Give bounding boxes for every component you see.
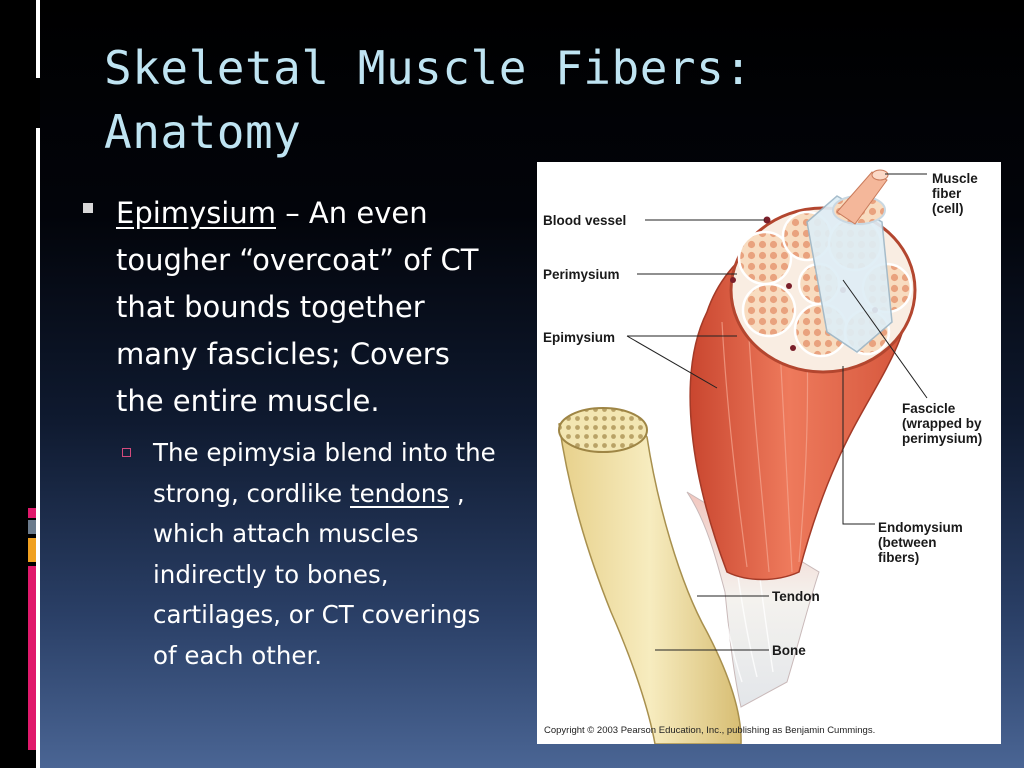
bullet-term: Epimysium (116, 196, 276, 230)
label-blood-vessel: Blood vessel (543, 213, 627, 228)
accent-slate-block (28, 520, 36, 534)
leader-lines (626, 173, 928, 651)
bullet-list: Epimysium – An even tougher “overcoat” o… (78, 190, 498, 676)
sub-bullet-text-before: The epimysia blend into the strong, cord… (153, 438, 496, 508)
label-epimysium: Epimysium (543, 330, 616, 345)
label-fascicle: Fascicle (wrapped by perimysium) (902, 401, 983, 446)
bone-cross-section (558, 407, 648, 453)
muscle-fiber (836, 171, 888, 225)
sub-bullet-text-after: , which attach muscles indirectly to bon… (153, 478, 481, 670)
label-tendon: Tendon (772, 589, 820, 604)
sub-bullet-term: tendons (350, 478, 450, 508)
left-decorative-strip (0, 0, 40, 768)
figure-copyright: Copyright © 2003 Pearson Education, Inc.… (544, 725, 876, 736)
slide-title: Skeletal Muscle Fibers: Anatomy (104, 41, 753, 159)
muscle-illustration (558, 169, 928, 744)
muscle-fiber-end (871, 169, 889, 181)
accent-orange-block (28, 538, 36, 562)
muscle-anatomy-figure: Muscle fiber (cell) Blood vessel Perimys… (537, 162, 1001, 744)
bone-shaft (558, 415, 742, 744)
hollow-square-bullet-icon (122, 448, 131, 457)
square-bullet-icon (83, 203, 93, 213)
label-muscle-fiber: Muscle fiber (cell) (932, 171, 978, 216)
bullet-text: – An even tougher “overcoat” of CT that … (116, 196, 479, 418)
bullet-epimysium: Epimysium – An even tougher “overcoat” o… (78, 190, 498, 425)
label-perimysium: Perimysium (543, 267, 620, 282)
sub-bullet-tendons: The epimysia blend into the strong, cord… (78, 433, 498, 676)
strip-white-bar (36, 128, 40, 768)
label-endomysium: Endomysium (between fibers) (878, 520, 963, 565)
protruding-fascicle (806, 195, 893, 353)
accent-pink-block (28, 508, 36, 518)
strip-white-bar (36, 0, 40, 78)
accent-pink-bar (28, 566, 36, 750)
label-bone: Bone (772, 643, 806, 658)
